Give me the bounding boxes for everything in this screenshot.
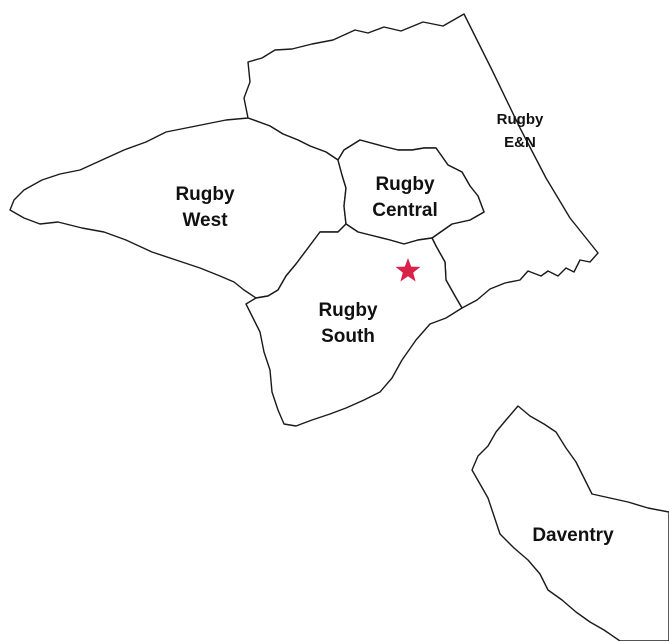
region-daventry[interactable] xyxy=(471,405,669,641)
star-icon[interactable] xyxy=(395,258,421,282)
label-rugby-central-line1: Rugby xyxy=(375,174,435,195)
label-rugby-en-line1: Rugby xyxy=(497,111,544,128)
label-rugby-central-line2: Central xyxy=(372,200,437,221)
label-rugby-west-line2: West xyxy=(182,210,228,231)
label-daventry: Daventry xyxy=(532,525,614,546)
label-rugby-en-line2: E&N xyxy=(504,134,536,151)
label-rugby-south-line2: South xyxy=(321,326,375,347)
label-rugby-south-line1: Rugby xyxy=(318,300,378,321)
label-rugby-west-line1: Rugby xyxy=(175,184,235,205)
